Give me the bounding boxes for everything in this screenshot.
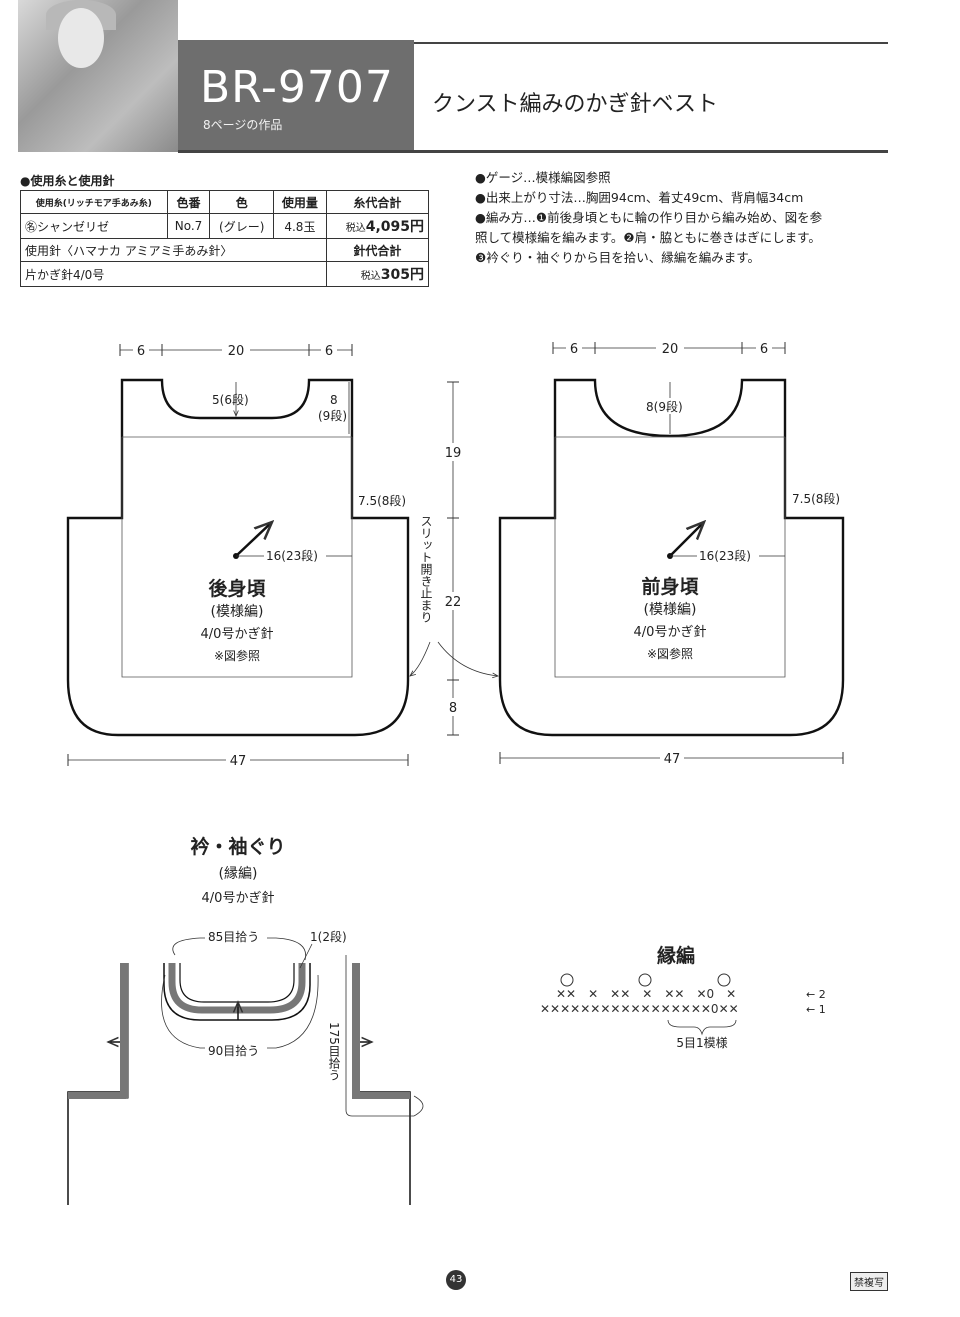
- instructions: ●ゲージ…模様編図参照 ●出来上がり寸法…胸囲94cm、着丈49cm、背肩幅34…: [475, 168, 895, 268]
- front-diag-dim: 16(23段): [699, 548, 751, 563]
- back-hook: 4/0号かぎ針: [201, 627, 274, 642]
- front-hook: 4/0号かぎ針: [634, 625, 707, 640]
- edge-repeat: 5目1模様: [676, 1036, 727, 1050]
- yarn-amount: 4.8玉: [273, 213, 327, 239]
- back-dim-left: 6: [137, 344, 145, 359]
- header-rule-bottom: [178, 150, 888, 153]
- copy-protection-stamp: 禁複写: [850, 1272, 888, 1291]
- needle-label: 使用針〈ハマナカ アミアミ手あみ針〉: [20, 238, 327, 262]
- back-diag-dim: 16(23段): [266, 548, 318, 563]
- back-stitch: (模様編): [211, 604, 264, 620]
- edge-chart: 縁編 ✕✕ ✕ ✕✕ ✕ ✕✕ ✕0 ✕ ✕✕✕✕✕✕✕✕✕✕✕✕✕✕✕✕✕0✕…: [540, 944, 826, 1050]
- front-dim-right: 6: [760, 342, 768, 357]
- yarn-table: 使用糸(リッチモア手あみ糸) 色番 色 使用量 糸代合計 ㊔シャンゼリゼ No.…: [20, 190, 430, 287]
- front-underarm: 7.5(8段): [792, 491, 840, 506]
- back-dim-mid: 20: [228, 344, 245, 359]
- needle-cost-label: 針代合計: [325, 238, 430, 262]
- page-number: 43: [446, 1270, 466, 1290]
- method-line-3: ❸衿ぐり・袖ぐりから目を拾い、縁編を編みます。: [475, 250, 760, 265]
- back-ref: ※図参照: [214, 648, 260, 663]
- slit-note: スリット開き止まり: [419, 515, 433, 623]
- front-neck-depth: 8(9段): [646, 399, 683, 414]
- method-line-1: ●編み方…❶前後身頃ともに輪の作り目から編み始め、図を参: [475, 210, 823, 225]
- collar-rows: 1(2段): [310, 929, 347, 944]
- col-amount: 使用量: [273, 190, 327, 214]
- front-dim-left: 6: [570, 342, 578, 357]
- edge-title: 縁編: [657, 944, 695, 967]
- back-shoulder-rows: (9段): [318, 408, 347, 423]
- front-width: 47: [664, 752, 681, 767]
- back-dim-right: 6: [325, 344, 333, 359]
- pattern-code: BR-9707: [200, 62, 394, 113]
- front-piece: 6 20 6 8(9段) 7.5(8段) 16(23段) 前身頃 (模様編) 4…: [498, 338, 845, 767]
- collar-hook: 4/0号かぎ針: [202, 891, 275, 906]
- header-rule-top: [414, 42, 888, 44]
- height-dims: 19 22 8 スリット開き止まり: [410, 381, 498, 736]
- front-dim-mid: 20: [662, 342, 679, 357]
- back-underarm: 7.5(8段): [358, 493, 406, 508]
- edge-row-2: ✕✕ ✕ ✕✕ ✕ ✕✕ ✕0 ✕: [556, 987, 736, 1001]
- col-color-no: 色番: [166, 190, 211, 214]
- height-armhole: 19: [445, 446, 462, 461]
- collar-stitch: (縁編): [219, 866, 258, 882]
- svg-text:✕✕✕✕✕✕✕✕✕✕✕✕✕✕✕✕✕0✕✕: ✕✕✕✕✕✕✕✕✕✕✕✕✕✕✕✕✕0✕✕: [540, 1002, 739, 1016]
- pattern-page-ref: 8ページの作品: [203, 118, 283, 132]
- front-piece-name: 前身頃: [641, 575, 699, 598]
- col-price: 糸代合計: [325, 190, 430, 214]
- yarn-color: (グレー): [209, 213, 275, 239]
- collar-detail: 衿・袖ぐり (縁編) 4/0号かぎ針 85目拾う 1(2段) 90目拾う 175…: [67, 835, 424, 1205]
- front-ref: ※図参照: [647, 646, 693, 661]
- edge-row2-label: ← 2: [806, 988, 826, 1001]
- yarn-heading: ●使用糸と使用針: [20, 174, 115, 188]
- method-line-2: 照して模様編を編みます。❷肩・脇ともに巻きはぎにします。: [475, 230, 821, 245]
- collar-title: 衿・袖ぐり: [190, 835, 285, 858]
- collar-pick-bottom: 90目拾う: [208, 1043, 259, 1058]
- needle-price: 税込305円: [325, 261, 430, 287]
- collar-pick-side: 175目拾う: [327, 1022, 341, 1081]
- yarn-name: ㊔シャンゼリゼ: [20, 213, 168, 239]
- back-width: 47: [230, 754, 247, 769]
- size-note: ●出来上がり寸法…胸囲94cm、着丈49cm、背肩幅34cm: [475, 190, 804, 205]
- yarn-price: 税込4,095円: [325, 213, 430, 239]
- page-title: クンスト編みのかぎ針ベスト: [432, 92, 719, 117]
- height-slit: 8: [449, 701, 457, 716]
- model-photo: [18, 0, 178, 152]
- needle-size: 片かぎ針4/0号: [20, 261, 327, 287]
- svg-text:✕✕ ✕ ✕✕ ✕ ✕✕ ✕0 ✕: ✕✕ ✕ ✕✕ ✕ ✕✕ ✕0 ✕: [556, 987, 736, 1001]
- back-shoulder: 8: [330, 393, 338, 407]
- height-body: 22: [445, 595, 462, 610]
- back-neck-depth: 5(6段): [212, 392, 249, 407]
- front-stitch: (模様編): [644, 602, 697, 618]
- gauge-note: ●ゲージ…模様編図参照: [475, 170, 611, 185]
- back-piece-name: 後身頃: [208, 577, 266, 600]
- collar-pick-top: 85目拾う: [208, 929, 259, 944]
- edge-row1-label: ← 1: [806, 1003, 826, 1016]
- code-banner: [178, 40, 414, 152]
- yarn-color-no: No.7: [166, 213, 211, 239]
- edge-row-1: ✕✕✕✕✕✕✕✕✕✕✕✕✕✕✕✕✕0✕✕: [540, 1002, 739, 1016]
- back-piece: 6 20 6 5(6段) 8 (9段) 7.5(8段) 16(23段) 後身頃 …: [66, 340, 410, 769]
